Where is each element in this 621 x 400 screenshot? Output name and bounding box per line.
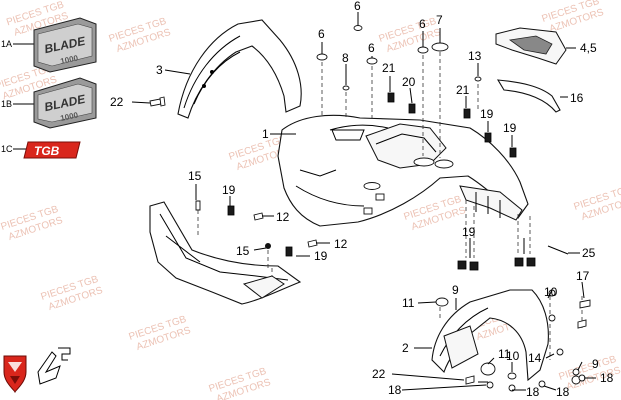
screw-22-upper (149, 96, 166, 107)
tgb-decal-text: TGB (34, 144, 60, 158)
callout-14: 14 (528, 351, 542, 365)
tgb-shield-logo-icon (3, 355, 27, 394)
callout-12: 12 (334, 237, 348, 251)
callout-6: 6 (318, 27, 325, 41)
blade-decal-top: BLADE 1000 (33, 17, 97, 73)
part-25-rod (547, 245, 569, 255)
callout-9: 9 (452, 283, 459, 297)
part-1-front-body (277, 114, 529, 227)
callout-13: 13 (468, 49, 482, 63)
blade-decal-top-sub: 1000 (60, 53, 80, 66)
callout-15: 15 (236, 244, 250, 258)
callout-10: 10 (506, 349, 520, 363)
decal-panel: 1A BLADE 1000 1B BLADE 1000 1C TGB (1, 17, 97, 159)
part-4-5-front-shield (495, 27, 567, 65)
callout-19: 19 (503, 121, 517, 135)
callout-21: 21 (456, 83, 470, 97)
part-16-trim-strip (496, 79, 561, 113)
callout-4-5: 4,5 (580, 41, 597, 55)
callout-20: 20 (402, 75, 416, 89)
callout-9: 9 (592, 357, 599, 371)
callout-11: 11 (402, 296, 415, 310)
clip-parts (195, 92, 536, 271)
callout-1: 1 (262, 127, 269, 141)
callout-21: 21 (382, 61, 396, 75)
callout-2: 2 (402, 341, 409, 355)
callout-19: 19 (462, 225, 476, 239)
callout-22-lower: 22 (372, 367, 386, 381)
tgb-decal: TGB (23, 141, 81, 159)
fastener-parts (435, 289, 591, 392)
callout-12: 12 (276, 210, 290, 224)
blade-decal-middle: BLADE 1000 (33, 77, 97, 129)
badge-1a: 1A (1, 39, 12, 49)
badge-1c: 1C (1, 144, 13, 154)
callout-19: 19 (222, 183, 236, 197)
blade-decal-middle-sub: 1000 (60, 110, 80, 123)
callout-18: 18 (526, 385, 540, 399)
callout-18: 18 (556, 385, 570, 399)
callout-10: 10 (544, 285, 558, 299)
assembly-lines (197, 52, 583, 360)
callout-8: 8 (342, 51, 349, 65)
callout-19: 19 (480, 107, 494, 121)
front-lower-bumper (149, 201, 302, 305)
callout-7: 7 (436, 13, 443, 27)
callout-18: 18 (600, 371, 614, 385)
page-reference-mark-icon (37, 347, 71, 385)
callout-16: 16 (570, 91, 584, 105)
callout-6: 6 (354, 0, 361, 13)
callout-3: 3 (156, 63, 163, 77)
callout-labels: 3 22 1 6 6 6 6 8 7 21 20 13 21 4,5 16 19… (110, 0, 614, 399)
callout-15: 15 (188, 169, 202, 183)
part-3-fender-strip (177, 19, 302, 119)
callout-11: 11 (498, 347, 511, 361)
callout-19: 19 (314, 249, 328, 263)
leader-lines (131, 12, 596, 391)
callout-6: 6 (368, 41, 375, 55)
callout-18: 18 (388, 383, 402, 397)
callout-25: 25 (582, 246, 596, 260)
part-2-lower-fender (431, 289, 549, 382)
callout-22-upper: 22 (110, 95, 124, 109)
badge-1b: 1B (1, 99, 12, 109)
callout-6: 6 (419, 17, 426, 31)
callout-17: 17 (576, 269, 590, 283)
